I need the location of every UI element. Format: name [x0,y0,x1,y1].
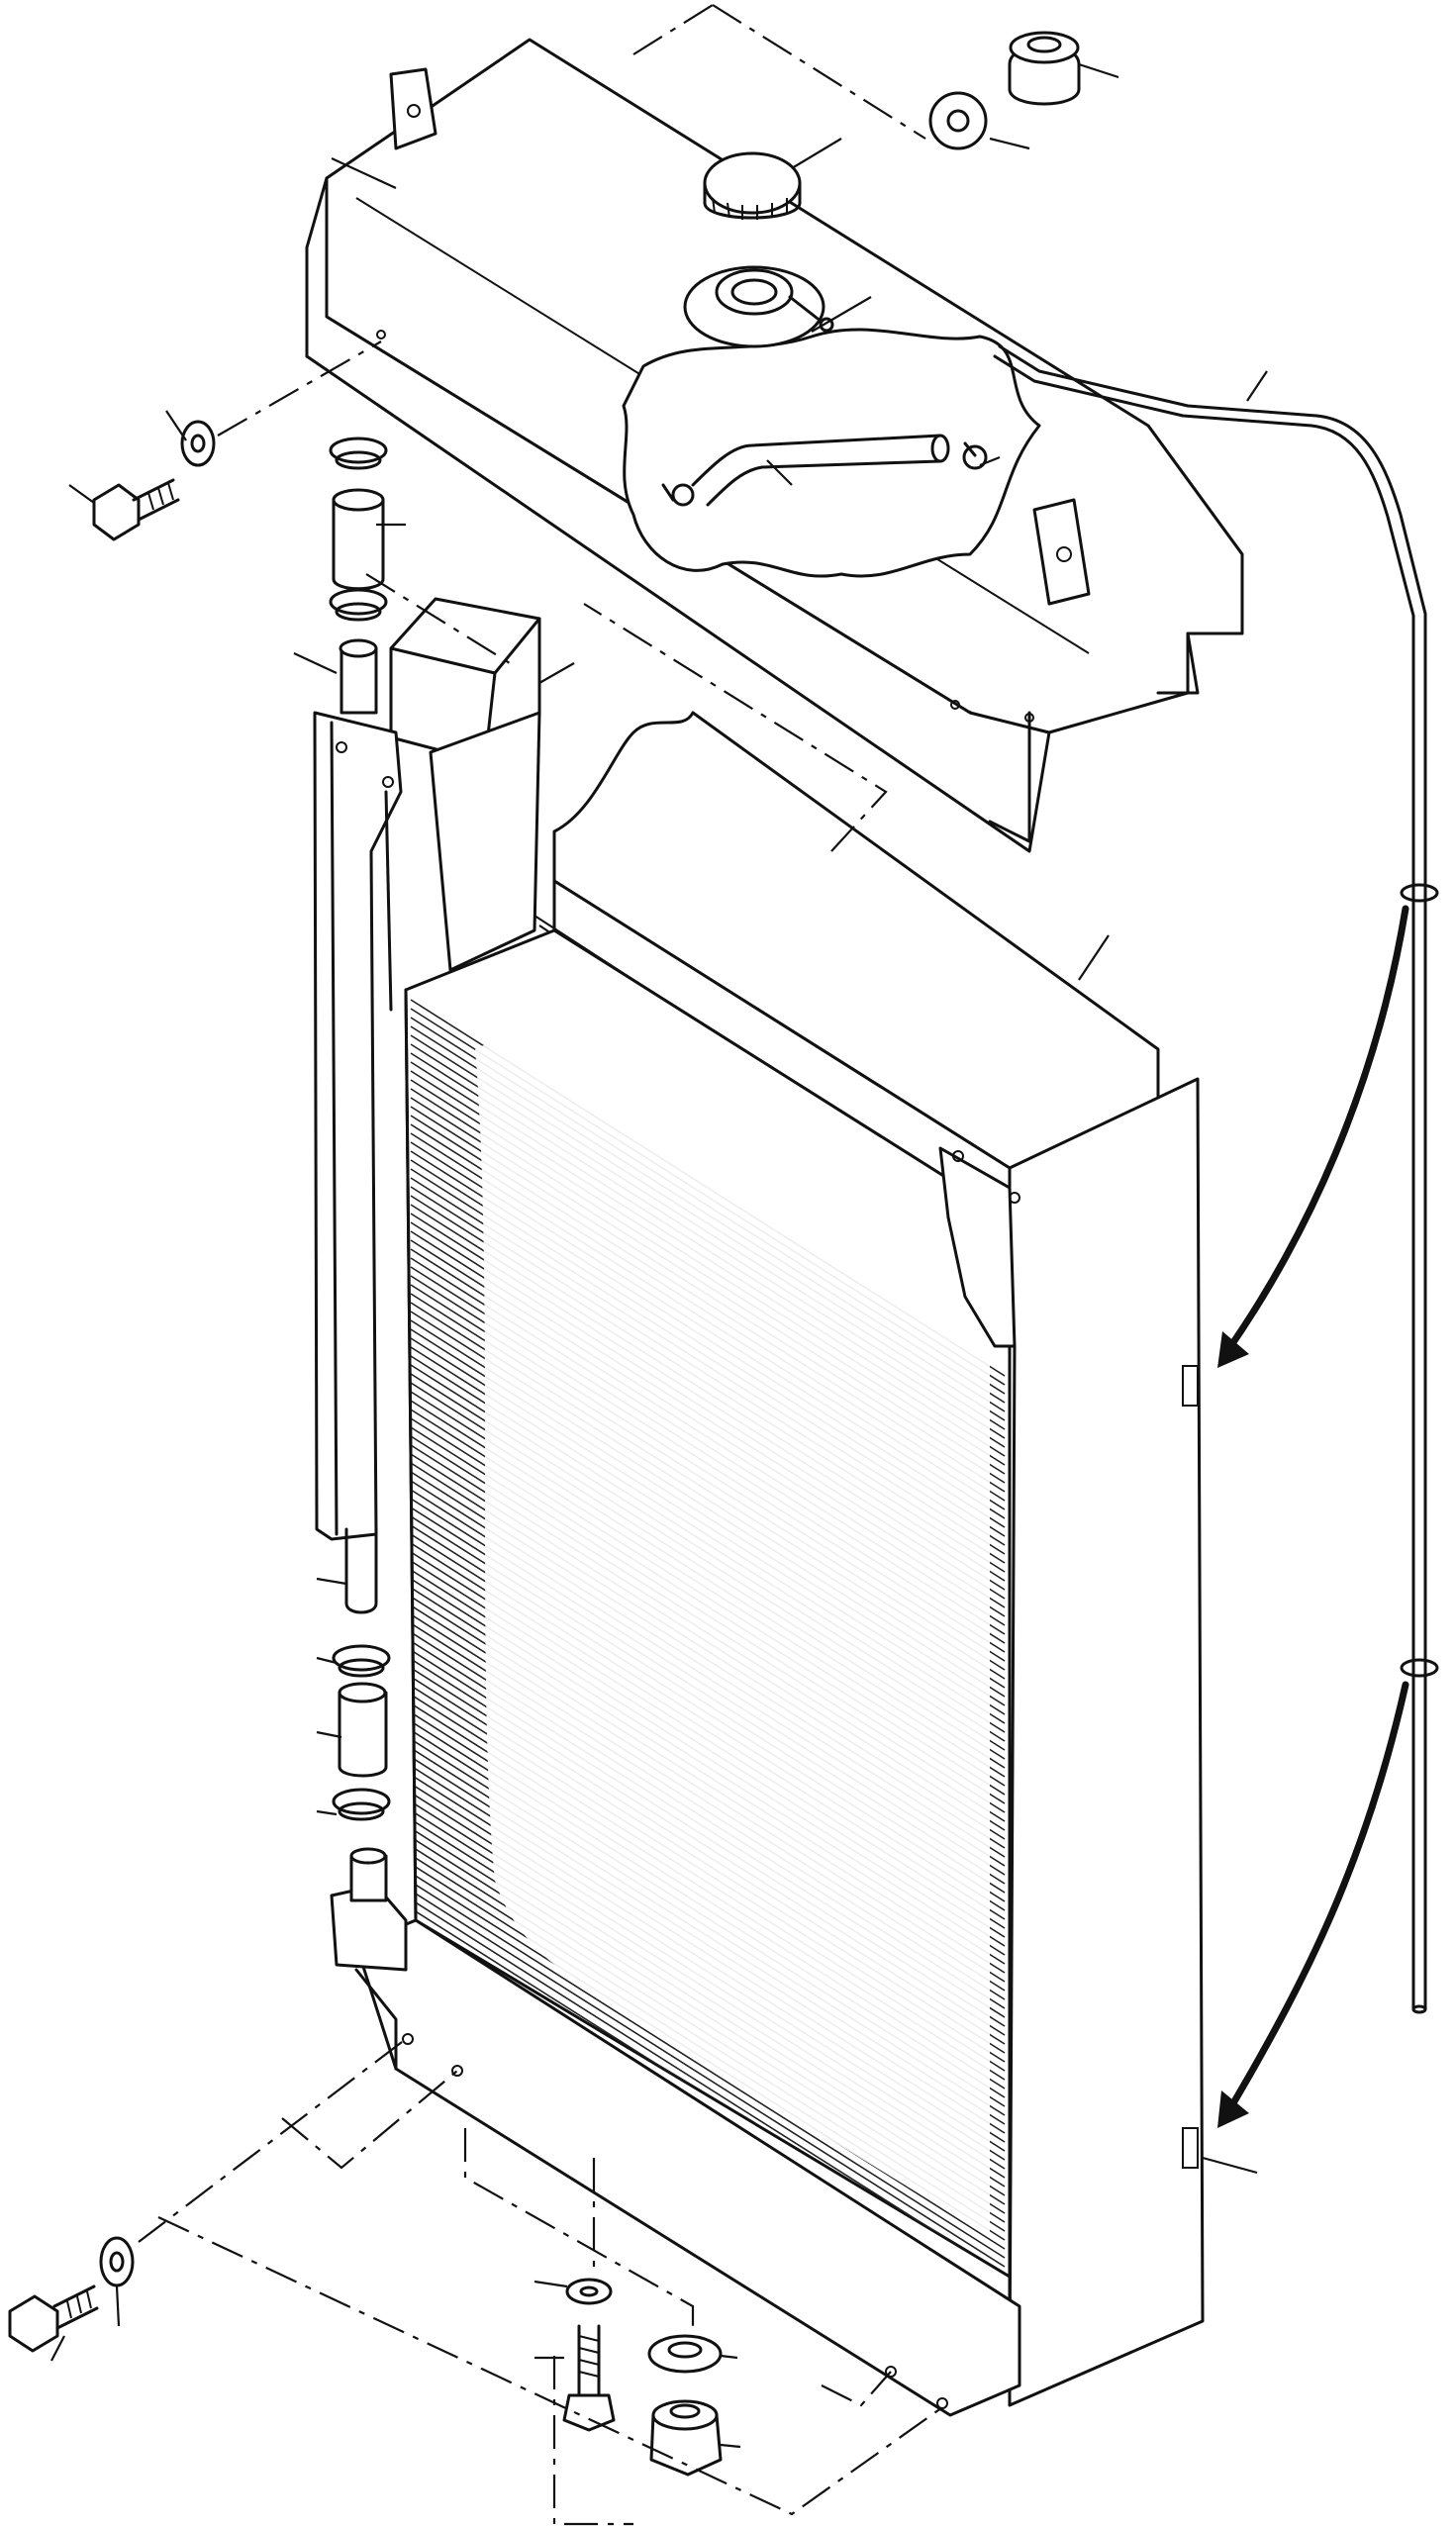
drain-plug [647,2334,723,2477]
top-box [389,597,541,972]
side-panel-right [938,1077,1205,2407]
hose-clip-icon-left [661,483,695,507]
top-plug [928,31,1081,150]
fin-line [410,1881,1006,2259]
lower-hose [332,1527,391,1902]
leader-lines [50,62,1268,2449]
fin-line [410,1890,1006,2268]
filler-neck [683,265,834,348]
hose-clip-icon-right [962,441,988,470]
filler-cap [703,151,802,220]
overflow-pipe [993,344,1439,2014]
upper-hose [329,437,388,715]
assembly-arrows [1217,905,1409,2128]
fin-line [410,1898,1006,2277]
assembly-dashed-lines [138,4,946,2526]
bottom-bracket [330,1884,1021,2417]
header-tank [305,38,1244,853]
bolt-bottom-center [562,2278,616,2432]
bolt-lower-left [8,2236,135,2353]
bolt-upper-left [92,420,216,541]
side-channel-left [313,711,403,1541]
